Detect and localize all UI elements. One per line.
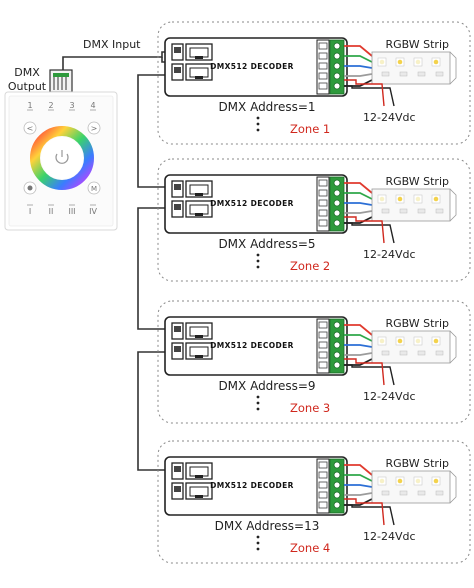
rgbw-strip [371, 470, 457, 504]
more-devices-dots [256, 535, 260, 551]
more-devices-dots [256, 116, 260, 132]
power-leads [344, 498, 395, 526]
dmx-address-label: DMX Address=5 [218, 237, 315, 251]
scene-button-3[interactable]: III [68, 204, 76, 216]
zone-frame [157, 21, 471, 145]
scene-button-2[interactable]: II [48, 204, 54, 216]
zone-select-button-label: 2 [48, 101, 53, 110]
strip-label: RGBW Strip [385, 38, 449, 51]
dmx-address-label: DMX Address=1 [218, 100, 315, 114]
dmx-address-label: DMX Address=13 [215, 519, 320, 533]
output-terminal [329, 39, 345, 95]
dmx-output-label: DMX [14, 66, 40, 79]
chevron-left-icon: < [27, 124, 34, 133]
power-leads [344, 216, 395, 244]
mode-button[interactable]: M [87, 181, 101, 195]
right-button[interactable]: > [87, 121, 101, 135]
zone-label: Zone 1 [290, 122, 330, 136]
power-icon[interactable] [55, 150, 69, 164]
scene-button-label: III [68, 207, 75, 216]
scene-button-label: IV [89, 207, 97, 216]
color-wheel[interactable] [30, 126, 94, 190]
power-leads [344, 79, 395, 107]
more-devices-dots [256, 253, 260, 269]
strip-label: RGBW Strip [385, 457, 449, 470]
zone-frame [157, 158, 471, 282]
scene-button-1[interactable]: I [27, 204, 33, 216]
decoder-label: DMX512 DECODER [210, 481, 294, 490]
zone-select-button-label: 1 [27, 101, 32, 110]
zone-select-button-2[interactable]: 2 [48, 101, 54, 111]
dmx512-decoder: DMX512 DECODER [164, 456, 348, 516]
output-terminal [329, 318, 345, 374]
zone-select-button-1[interactable]: 1 [27, 101, 33, 111]
zone-frame [157, 440, 471, 564]
decoder-label: DMX512 DECODER [210, 62, 294, 71]
strip-label: RGBW Strip [385, 317, 449, 330]
dmx-output-label-2: Output [8, 80, 47, 93]
strip-label: RGBW Strip [385, 175, 449, 188]
output-terminal [329, 176, 345, 232]
power-leads [344, 358, 395, 386]
dmx-input-label: DMX Input [83, 38, 141, 51]
zone-1: DMX512 DECODER RGBW Strip 12-24Vdc DMX Addr… [157, 21, 471, 145]
power-label: 12-24Vdc [363, 248, 416, 261]
zone-select-button-4[interactable]: 4 [90, 101, 96, 111]
zone-label: Zone 4 [290, 541, 330, 555]
decoder-label: DMX512 DECODER [210, 199, 294, 208]
power-label: 12-24Vdc [363, 111, 416, 124]
power-label: 12-24Vdc [363, 390, 416, 403]
dmx-output-connector [49, 69, 73, 93]
power-label: 12-24Vdc [363, 530, 416, 543]
zone-label: Zone 3 [290, 401, 330, 415]
mode-icon: M [91, 185, 97, 193]
brightness-button[interactable] [23, 181, 37, 195]
scene-button-label: I [29, 207, 31, 216]
zone-4: DMX512 DECODER RGBW Strip 12-24Vdc DMX Addr… [157, 440, 471, 564]
chevron-right-icon: > [91, 124, 98, 133]
zone-select-button-3[interactable]: 3 [69, 101, 75, 111]
zone-select-button-label: 4 [90, 101, 95, 110]
decoder-label: DMX512 DECODER [210, 341, 294, 350]
rgbw-strip [371, 330, 457, 364]
dmx512-decoder: DMX512 DECODER [164, 316, 348, 376]
scene-button-label: II [49, 207, 54, 216]
zone-frame [157, 300, 471, 424]
dmx-address-label: DMX Address=9 [218, 379, 315, 393]
dmx512-decoder: DMX512 DECODER [164, 174, 348, 234]
zone-select-button-label: 3 [69, 101, 74, 110]
zone-3: DMX512 DECODER RGBW Strip 12-24Vdc DMX Addr… [157, 300, 471, 424]
zone-2: DMX512 DECODER RGBW Strip 12-24Vdc DMX Addr… [157, 158, 471, 282]
output-terminal [329, 458, 345, 514]
left-button[interactable]: < [23, 121, 37, 135]
rgbw-strip [371, 51, 457, 85]
more-devices-dots [256, 395, 260, 411]
rgbw-strip [371, 188, 457, 222]
dmx512-decoder: DMX512 DECODER [164, 37, 348, 97]
zone-label: Zone 2 [290, 259, 330, 273]
brightness-icon [27, 185, 33, 191]
scene-button-4[interactable]: IV [89, 204, 97, 216]
